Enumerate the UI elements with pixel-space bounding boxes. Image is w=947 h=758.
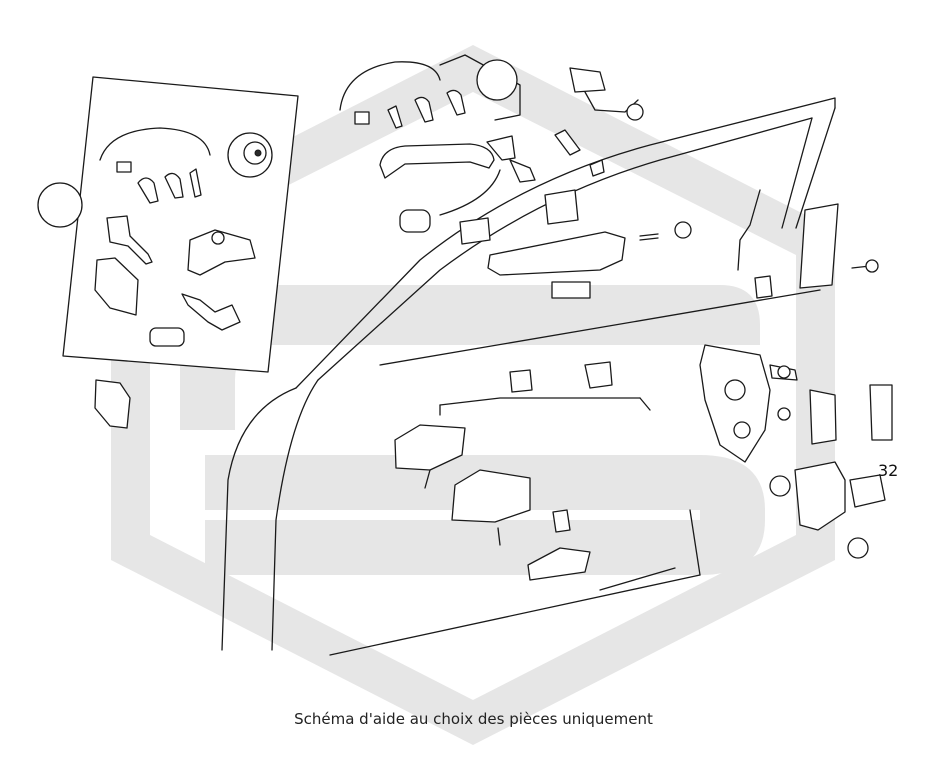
clip	[509, 275, 773, 393]
lock-mechanism	[554, 67, 644, 177]
lock-wiring-loop	[339, 54, 521, 125]
door-pull-cup	[451, 469, 591, 581]
callout-number: 32	[878, 461, 899, 480]
door-shell	[221, 379, 701, 656]
latch-mechanism	[699, 203, 893, 463]
screw	[769, 259, 879, 559]
outer-door-handle	[379, 135, 536, 233]
lock-keys	[387, 89, 466, 129]
inner-release-handle	[394, 424, 466, 489]
watermark-logo	[111, 45, 835, 745]
handle-rod	[439, 189, 761, 416]
door-lock-cylinder	[459, 189, 692, 299]
diagram-caption: Schéma d'aide au choix des pièces unique…	[294, 710, 653, 728]
inset-lock-kit	[37, 76, 299, 373]
trim-piece	[94, 379, 131, 429]
window-frame	[295, 97, 836, 389]
striker-plate	[794, 461, 886, 531]
